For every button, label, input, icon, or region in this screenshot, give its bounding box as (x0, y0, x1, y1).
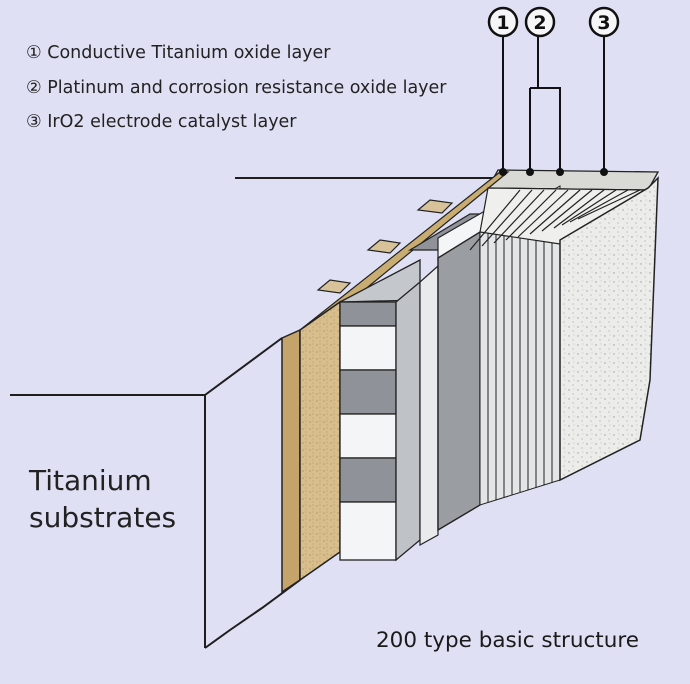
platinum-block-column (339, 258, 421, 562)
marker-1-label: 1 (496, 12, 509, 34)
top-face (486, 169, 660, 191)
substrate-label-line1: Titanium (29, 464, 152, 497)
marker-2: 2 (524, 6, 556, 38)
marker-3: 3 (588, 6, 620, 38)
titanium-oxide-layer (299, 300, 341, 582)
top-hatch (469, 187, 651, 251)
platinum-back-blocks (407, 206, 501, 547)
marker-leaders (499, 34, 608, 176)
stepped-edge (316, 199, 454, 294)
layer-legend: ① Conductive Titanium oxide layer ② Plat… (26, 36, 447, 140)
substrate-label: Titanium substrates (29, 462, 176, 536)
titanium-oxide-side (281, 328, 301, 594)
legend-item-3: ③ IrO2 electrode catalyst layer (26, 112, 297, 132)
substrate-outline (10, 177, 498, 649)
substrate-label-line2: substrates (29, 501, 177, 534)
marker-1: 1 (487, 6, 519, 38)
marker-2-label: 2 (533, 12, 546, 34)
marker-3-label: 3 (597, 12, 610, 34)
structure-caption: 200 type basic structure (376, 628, 639, 653)
legend-item-2: ② Platinum and corrosion resistance oxid… (26, 77, 447, 98)
corrosion-resistant-oxide-sheet (437, 230, 481, 532)
legend-item-1: ① Conductive Titanium oxide layer (26, 43, 331, 63)
iro2-catalyst-layer (559, 176, 659, 482)
